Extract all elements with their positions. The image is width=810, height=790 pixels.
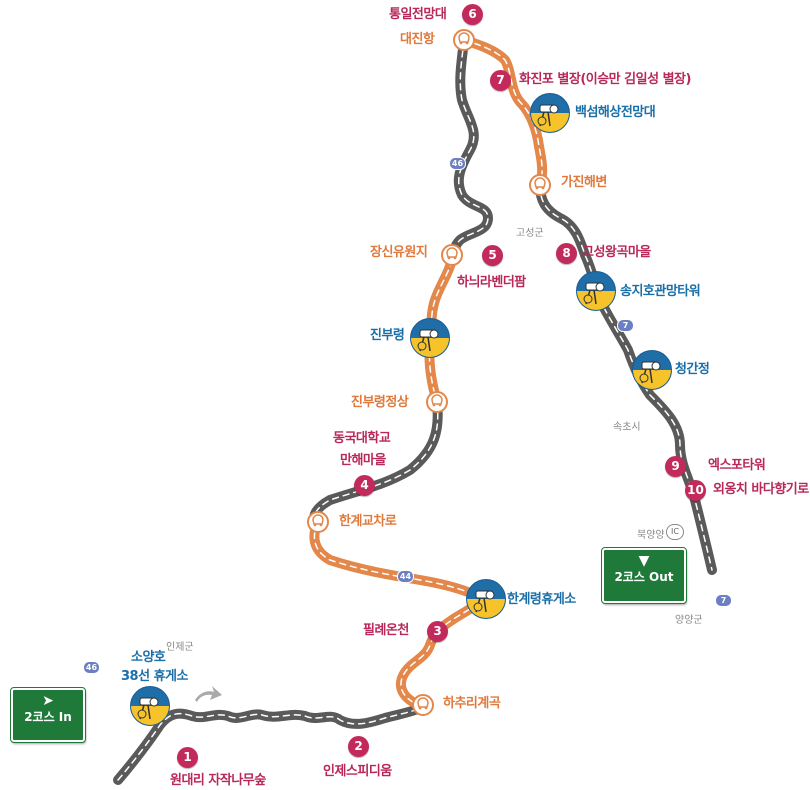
stop-label-5: 하늬라벤더팜 (457, 275, 526, 290)
region-label-sokcho: 속초시 (613, 422, 641, 433)
stop-label-6: 통일전망대 (389, 7, 447, 22)
stop-label-7: 화진포 별장(이승만 김일성 별장) (519, 72, 691, 87)
region-label-inje: 인제군 (166, 642, 194, 653)
road-point-hachurigyegok: 하추리계곡 (443, 696, 501, 711)
pin-icon-hangyegyocharo (307, 511, 329, 533)
pin-icon-daejinhang (453, 29, 475, 51)
road-gray (113, 35, 717, 785)
road-point-hangyegyocharo: 한계교차로 (339, 514, 397, 529)
rest-stop-jinburyeong: 진부령 (370, 328, 405, 343)
route-badge-7-a: 7 (617, 319, 634, 332)
stop-label-4-line1: 동국대학교 (333, 431, 391, 446)
viewer-icon-hangyeryeong (466, 579, 506, 619)
course-in-label: 2코스 In (24, 710, 72, 724)
course-out-label: 2코스 Out (614, 570, 674, 584)
stop-label-3: 필례온천 (363, 623, 409, 638)
viewer-icon-cheonggan (632, 350, 672, 390)
road-point-jinburyeong-jeongsang: 진부령정상 (351, 395, 409, 410)
region-label-goseong: 고성군 (516, 228, 544, 239)
stop-number-7: 7 (490, 70, 511, 91)
route-badge-46-top: 46 (449, 157, 466, 170)
rest-stop-soyangho-line2: 38선 휴게소 (121, 669, 188, 684)
viewer-icon-baekseom (530, 93, 570, 133)
stop-number-2: 2 (348, 736, 369, 757)
course-out-sign: ▼ 2코스 Out (601, 547, 687, 604)
direction-arrow-icon (195, 686, 222, 702)
viewer-icon-jinburyeong (410, 318, 450, 358)
stop-number-1: 1 (177, 747, 198, 768)
rest-stop-hangyeryeong: 한계령휴게소 (507, 592, 576, 607)
viewer-icon-soyangho (130, 686, 170, 726)
stop-number-3: 3 (427, 621, 448, 642)
pin-icon-jangsinyuwonji (441, 244, 463, 266)
arrow-down-icon: ▼ (638, 553, 650, 569)
region-label-yangyang: 양양군 (675, 615, 703, 626)
stop-number-10: 10 (685, 480, 706, 501)
pin-icon-gajinhaebyeon (529, 174, 551, 196)
stop-label-4-line2: 만해마을 (340, 453, 386, 468)
ic-badge: IC (666, 524, 684, 540)
stop-label-9: 엑스포타워 (708, 458, 766, 473)
rest-stop-soyangho-line1: 소양호 (131, 650, 166, 665)
stop-label-2: 인제스피디움 (323, 764, 392, 779)
viewer-icon-songjiho (576, 271, 616, 311)
route-badge-7-b: 7 (715, 594, 732, 607)
arrow-right-icon: ➤ (42, 693, 54, 709)
rest-stop-songjiho: 송지호관망타워 (620, 284, 701, 299)
route-badge-44: 44 (397, 570, 414, 583)
pin-icon-hachurigyegok (412, 694, 434, 716)
region-label-bugyangyang: 북양양 (637, 530, 665, 541)
stop-number-6: 6 (462, 4, 483, 25)
stop-number-9: 9 (665, 456, 686, 477)
road-orange (309, 35, 548, 712)
route-badge-46-left: 46 (83, 661, 100, 674)
stop-number-4: 4 (354, 475, 375, 496)
pin-icon-jinburyeong-jeongsang (426, 391, 448, 413)
stop-label-1: 원대리 자작나무숲 (170, 773, 266, 788)
rest-stop-baekseom: 백섬해상전망대 (575, 105, 656, 120)
road-point-gajinhaebyeon: 가진해변 (561, 175, 607, 190)
road-point-daejinhang: 대진항 (400, 32, 435, 47)
road-point-jangsinyuwonji: 장신유원지 (370, 245, 428, 260)
rest-stop-cheonggan: 청간정 (675, 362, 710, 377)
stop-label-10: 외옹치 바다향기로 (713, 482, 809, 497)
stop-label-8: 고성왕곡마을 (582, 245, 651, 260)
course-in-sign: ➤ 2코스 In (10, 687, 86, 743)
stop-number-8: 8 (556, 243, 577, 264)
stop-number-5: 5 (482, 245, 503, 266)
